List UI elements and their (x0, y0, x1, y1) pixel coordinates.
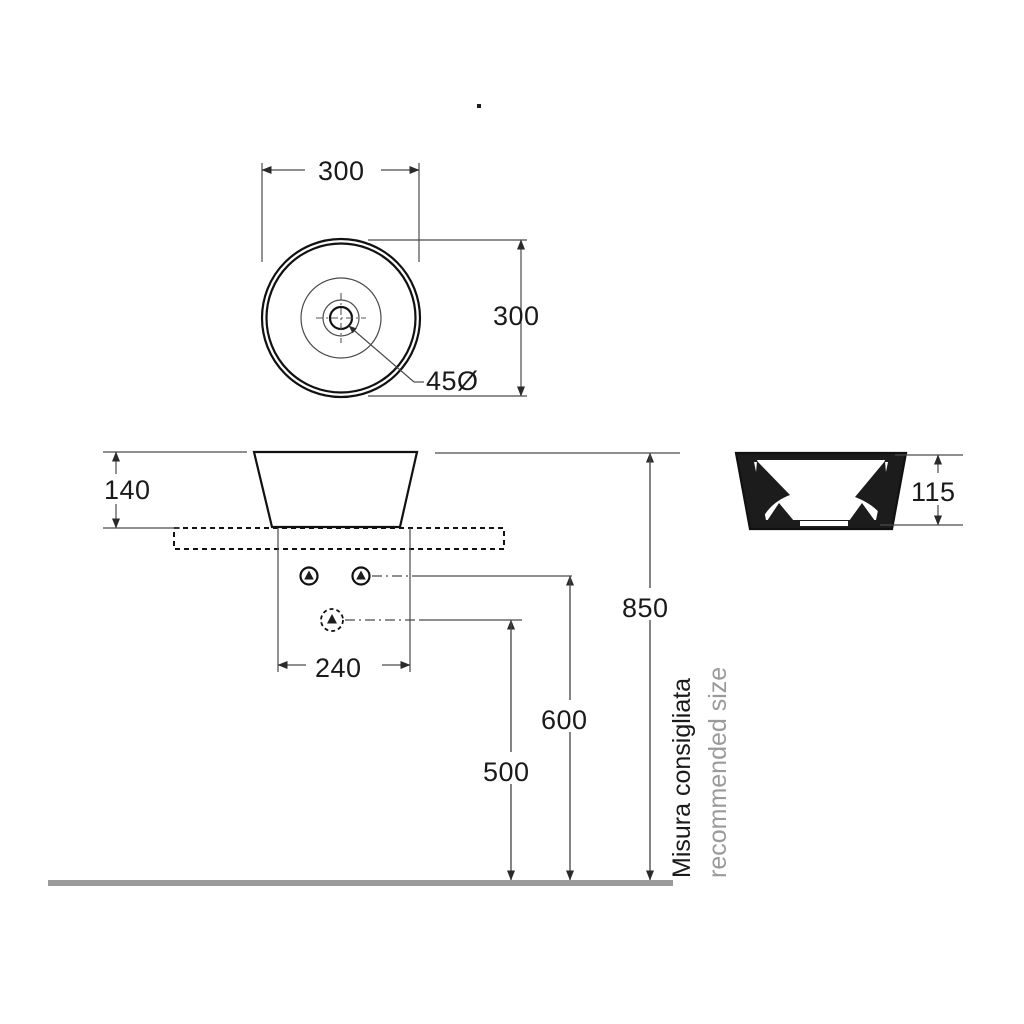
basin-height-label-bg (102, 474, 178, 504)
top-width-label-bg (305, 152, 381, 182)
top-depth-label: 300 (493, 301, 540, 331)
bowl-depth-label-bg (908, 473, 976, 505)
supply-triangle-left (304, 570, 314, 580)
counter-height-label-bg (619, 588, 695, 620)
supply-height-label-bg (538, 700, 614, 732)
bowl-depth-label: 115 (911, 477, 956, 507)
water-supply-symbol-right (351, 566, 371, 586)
drain-symbol-circle (320, 608, 344, 632)
section-foot-right (849, 503, 875, 521)
drain-height-label-bg (480, 752, 556, 784)
basin-rim-circle (265, 242, 417, 394)
section-outline (734, 451, 908, 531)
tap-spacing-label-bg (306, 650, 382, 680)
drain-symbol-triangle (327, 614, 337, 624)
basin-bowl-circle (300, 277, 382, 359)
recommended-size-note-english: recommended size (704, 667, 732, 878)
tap-spacing-label: 240 (315, 653, 362, 683)
front-view-group: 140 240 (48, 450, 732, 886)
section-foot-left (767, 503, 794, 521)
water-supply-symbol-left (299, 566, 319, 586)
drain-height-label: 500 (483, 757, 530, 787)
basin-height-label: 140 (104, 475, 151, 505)
section-base-slit (800, 521, 848, 526)
top-width-label: 300 (318, 156, 365, 186)
countertop-slab (173, 527, 505, 550)
supply-circle-left (299, 566, 319, 586)
drain-leader-line (348, 325, 415, 383)
top-view-group: 45Ø 300 300 (260, 152, 540, 399)
drain-diameter-label: 45Ø (426, 366, 479, 396)
basin-outer-circle (260, 237, 422, 399)
counter-height-label: 850 (622, 593, 669, 623)
supply-triangle-right (356, 570, 366, 580)
basin-front-body (252, 450, 419, 529)
section-rib-left (752, 461, 790, 519)
section-rib-right (855, 461, 890, 519)
drain-connection-symbol (320, 608, 344, 632)
supply-circle-right (351, 566, 371, 586)
stray-dot-artifact (477, 104, 481, 108)
section-view-group: 115 (734, 451, 976, 531)
recommended-size-note-italian: Misura consigliata (668, 678, 696, 878)
section-bowl-inner-profile (757, 460, 885, 511)
supply-height-label: 600 (541, 705, 588, 735)
